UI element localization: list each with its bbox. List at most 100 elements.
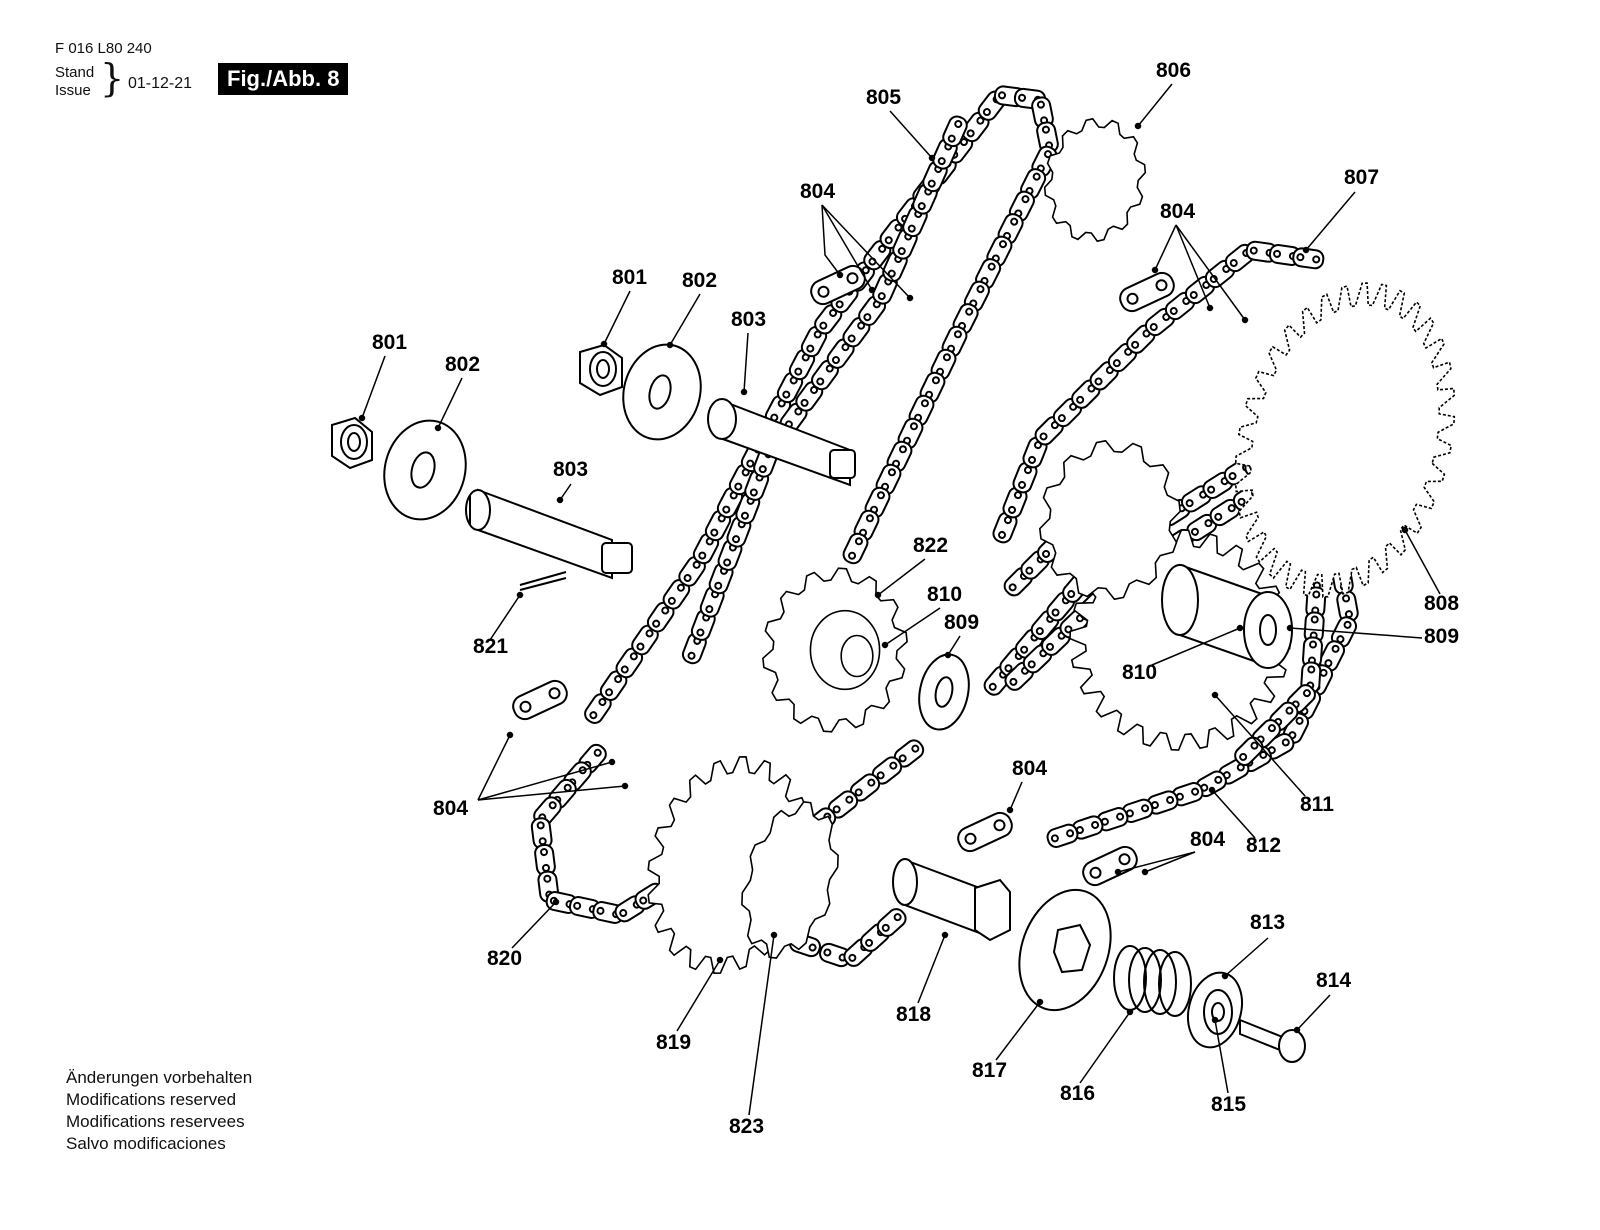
- spring-816: [1113, 945, 1192, 1017]
- hex-nut-801-left: [331, 416, 373, 470]
- hub-810-right: [1161, 563, 1293, 669]
- connecting-link-804-3: [512, 679, 568, 721]
- plate-817: [1018, 888, 1112, 1012]
- callout-813: 813: [1250, 911, 1285, 934]
- leader-line: [437, 377, 463, 429]
- callouts: 801 802 801 802 803 803 804 805 806 804 …: [372, 59, 1459, 1138]
- sprocket-806: [1043, 117, 1147, 243]
- leader-line: [1289, 627, 1423, 639]
- leader-line: [947, 635, 961, 656]
- chain-805-inner: [681, 115, 968, 665]
- sprocket-822: [762, 567, 908, 733]
- callout-812: 812: [1246, 834, 1281, 857]
- callout-801-right: 801: [612, 266, 647, 289]
- sprocket-808: [1234, 282, 1456, 598]
- sprocket-823: [741, 801, 839, 959]
- callout-809-right: 809: [1424, 625, 1459, 648]
- leader-line: [877, 558, 926, 596]
- callout-810-left: 810: [927, 583, 962, 606]
- connecting-link-804-1: [810, 264, 866, 306]
- cotter-pin-821: [519, 571, 567, 591]
- leader-line: [477, 734, 511, 801]
- connecting-link-804-2: [1119, 271, 1175, 313]
- leader-line: [603, 290, 631, 345]
- shaft-803-left: [465, 488, 633, 580]
- callout-808: 808: [1424, 592, 1459, 615]
- note-de: Änderungen vorbehalten: [66, 1068, 253, 1087]
- callout-802-left: 802: [445, 353, 480, 376]
- leader-line: [361, 355, 386, 419]
- leader-line: [1211, 789, 1256, 839]
- leader-line: [477, 761, 613, 801]
- leader-line: [1305, 191, 1356, 251]
- leader-line: [1224, 937, 1269, 977]
- document-number: F 016 L80 240: [55, 40, 152, 57]
- leader-line: [1079, 1011, 1131, 1084]
- modification-notes: Änderungen vorbehalten Modifications res…: [66, 1067, 252, 1155]
- chain-820: [530, 743, 666, 924]
- leader-line: [1404, 529, 1441, 595]
- callout-806: 806: [1156, 59, 1191, 82]
- leader-line: [1144, 851, 1196, 873]
- leader-line: [743, 332, 749, 393]
- leader-line: [1117, 851, 1196, 873]
- callout-804-top: 804: [800, 180, 835, 203]
- issue-date: 01-12-21: [128, 75, 193, 92]
- callout-810-right: 810: [1122, 661, 1157, 684]
- leader-line: [1151, 627, 1241, 666]
- leader-line: [669, 293, 701, 346]
- shaft-818: [892, 858, 1011, 942]
- callout-804-bottom-right: 804: [1190, 828, 1225, 851]
- spacer-disc-809-left: [918, 653, 970, 731]
- callout-819: 819: [656, 1031, 691, 1054]
- leader-line: [1296, 994, 1331, 1031]
- leader-lines: [358, 83, 1441, 1116]
- callout-816: 816: [1060, 1082, 1095, 1105]
- leader-line: [748, 934, 775, 1116]
- callout-817: 817: [972, 1059, 1007, 1082]
- leader-line: [889, 110, 933, 159]
- leader-line: [1009, 781, 1023, 811]
- leader-line: [676, 959, 721, 1032]
- callout-804-center: 804: [1012, 757, 1047, 780]
- callout-805: 805: [866, 86, 901, 109]
- leader-line: [1214, 694, 1306, 797]
- callout-804-right-top: 804: [1160, 200, 1195, 223]
- chain-807: [992, 240, 1325, 544]
- callout-821: 821: [473, 635, 508, 658]
- callout-801-left: 801: [372, 331, 407, 354]
- note-fr: Modifications reservees: [66, 1112, 245, 1131]
- callout-815: 815: [1211, 1093, 1246, 1116]
- callout-822: 822: [913, 534, 948, 557]
- leader-line: [1214, 1019, 1229, 1094]
- callout-803-right: 803: [731, 308, 766, 331]
- stand-issue-labels: Stand Issue: [55, 64, 94, 100]
- leader-line: [1137, 83, 1173, 127]
- callout-802-right: 802: [682, 269, 717, 292]
- leader-line: [1154, 224, 1177, 271]
- callout-804-left: 804: [433, 797, 468, 820]
- note-es: Salvo modificaciones: [66, 1134, 226, 1153]
- leader-line: [995, 1001, 1041, 1061]
- leader-line: [1175, 224, 1211, 309]
- leader-line: [477, 785, 626, 801]
- leader-line: [1175, 224, 1246, 321]
- issue-label: Issue: [55, 82, 91, 99]
- leader-line: [511, 901, 557, 949]
- callout-807: 807: [1344, 166, 1379, 189]
- connecting-link-804-4: [957, 811, 1013, 853]
- callout-811: 811: [1300, 793, 1334, 816]
- shaft-803-right: [707, 398, 856, 487]
- leader-line: [917, 934, 946, 1004]
- stand-label: Stand: [55, 64, 95, 81]
- leader-line: [821, 204, 841, 276]
- leader-line: [884, 607, 941, 646]
- sprocket-1090: [1038, 439, 1182, 601]
- brace-glyph: }: [100, 56, 125, 100]
- callout-818: 818: [896, 1003, 931, 1026]
- leader-line: [821, 204, 873, 291]
- bolt-814: [1239, 1018, 1306, 1063]
- callout-803-left: 803: [553, 458, 588, 481]
